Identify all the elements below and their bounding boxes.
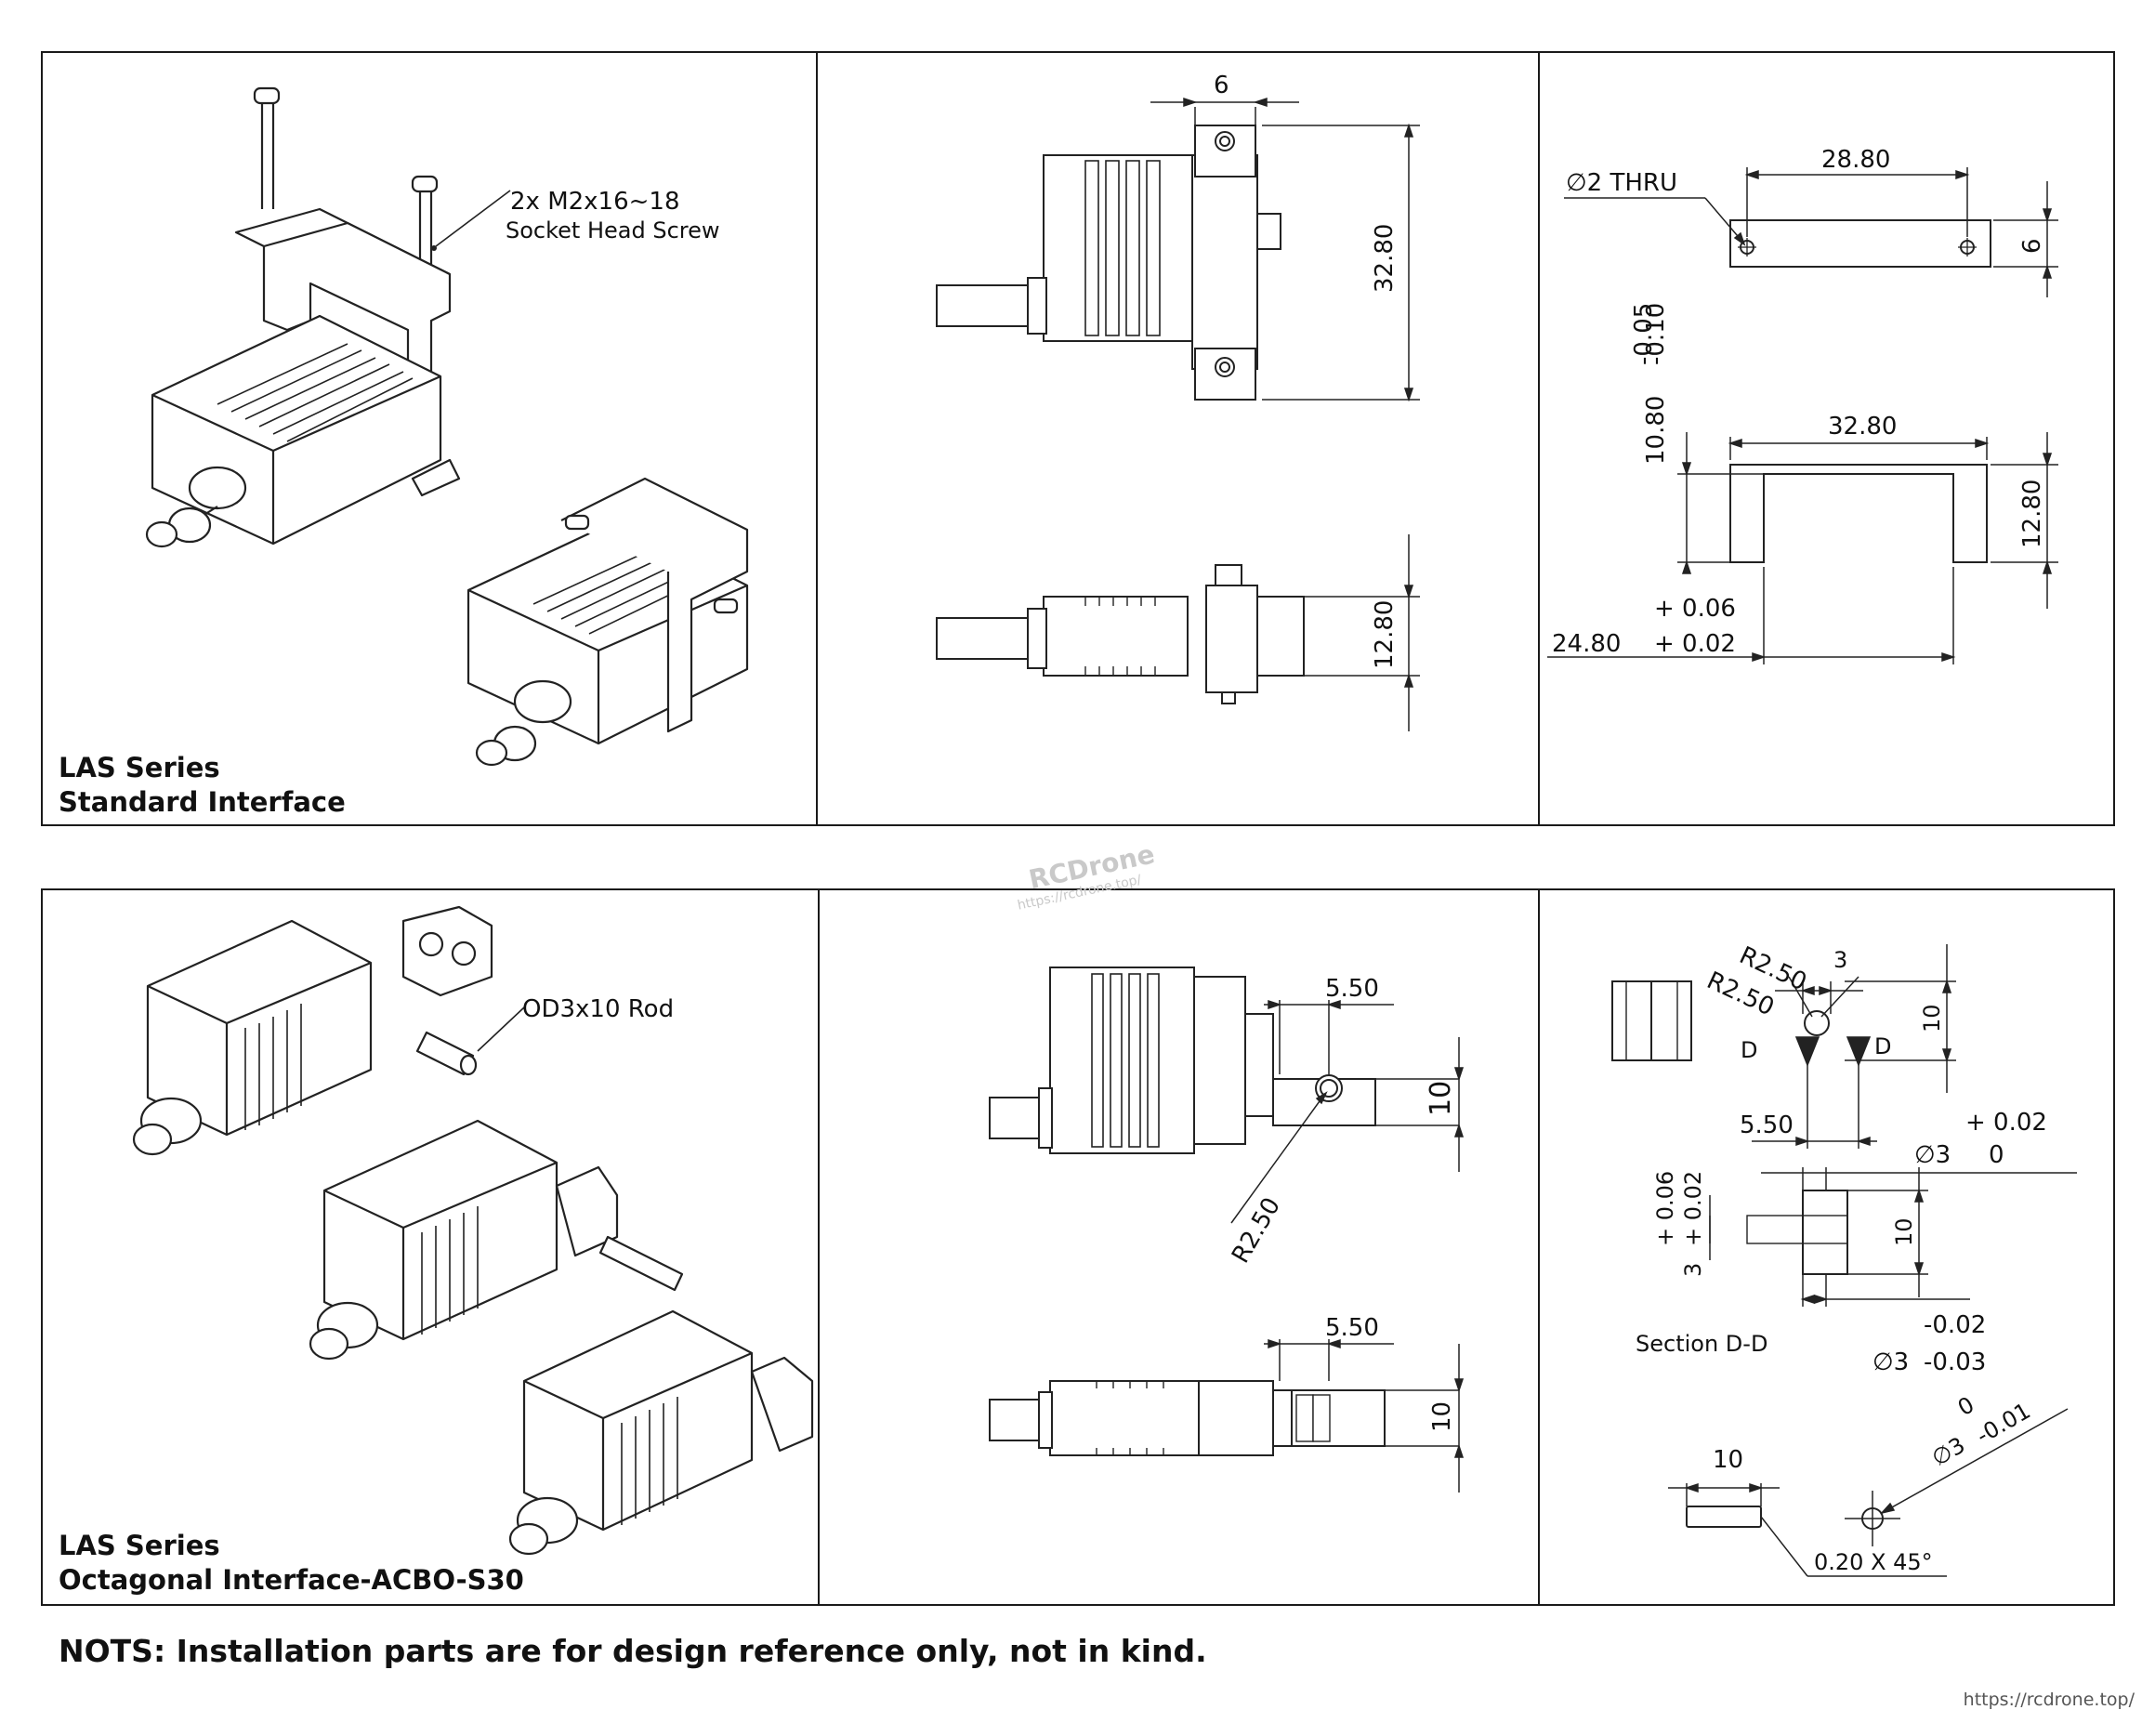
rod-dia: ∅3 — [1927, 1432, 1969, 1471]
dim-6-bar: 6 — [2018, 238, 2046, 254]
tol-neg-0-10: -0.10 — [1642, 303, 1670, 365]
tol-plus-0-06: + 0.06 — [1654, 595, 1736, 623]
top-caption-line1: LAS Series — [59, 752, 220, 783]
tol-neg-0-03-pin: -0.03 — [1924, 1348, 1986, 1376]
top-right-panel — [1538, 51, 2115, 826]
tol-neg-0-02-pin: -0.02 — [1924, 1311, 1986, 1339]
tol-plus-0-02-bore: + 0.02 — [1965, 1109, 2047, 1137]
tol-plus-0-02-v: + 0.02 — [1680, 1171, 1706, 1246]
dim-10-section: 10 — [1891, 1217, 1917, 1246]
dim-6: 6 — [1214, 72, 1229, 99]
bottom-caption: LAS Series Octagonal Interface-ACBO-S30 — [59, 1529, 524, 1598]
dim-28-80: 28.80 — [1821, 146, 1890, 174]
section-mark-d-left: D — [1741, 1037, 1757, 1063]
tol-zero-bore: 0 — [1989, 1141, 2004, 1169]
octagonal-interface-isometric: OD3x10 Rod — [132, 905, 814, 1556]
dim-10-bottom: 10 — [1428, 1401, 1456, 1432]
dim-3-slot: 3 — [1680, 1263, 1706, 1277]
rod-callout: OD3x10 Rod — [522, 995, 674, 1023]
hole-thru: ∅2 THRU — [1566, 169, 1677, 197]
dim-10-80: 10.80 — [1642, 396, 1670, 465]
bottom-right-panel — [1538, 888, 2115, 1606]
dim-32-80: 32.80 — [1371, 224, 1399, 293]
dim-5-50-top: 5.50 — [1325, 975, 1379, 1003]
dia-pin: ∅3 — [1872, 1348, 1909, 1376]
dim-10-top: 10 — [1425, 1081, 1457, 1116]
dim-12-80-bracket: 12.80 — [2018, 480, 2046, 548]
rod-tol-zero: 0 — [1953, 1391, 1978, 1421]
dim-5-50: 5.50 — [1740, 1111, 1794, 1139]
standard-interface-isometric: 2x M2x16~18 Socket Head Screw — [145, 86, 749, 767]
dim-12-80-side: 12.80 — [1371, 600, 1399, 669]
section-mark-d-right: D — [1874, 1033, 1891, 1059]
screw-callout-line2: Socket Head Screw — [506, 217, 720, 243]
bottom-caption-line1: LAS Series — [59, 1530, 220, 1561]
rod-tol: -0.01 — [1972, 1398, 2035, 1449]
tol-neg-0-05: -0.05 — [1630, 303, 1658, 365]
footer-url: https://rcdrone.top/ — [1963, 1690, 2135, 1710]
footer-note: NOTS: Installation parts are for design … — [59, 1633, 1207, 1669]
tol-plus-0-06-v: + 0.06 — [1652, 1171, 1678, 1246]
dim-3-top: 3 — [1833, 947, 1847, 973]
standard-bracket-drawing: ∅2 THRU 28.80 6 -0.05 -0.10 10.80 32.80 … — [1547, 146, 2058, 664]
dim-10-rod: 10 — [1713, 1446, 1743, 1474]
dim-r2-50: R2.50 — [1227, 1193, 1286, 1269]
screw-callout-line1: 2x M2x16~18 — [510, 188, 680, 216]
dim-24-80: 24.80 — [1552, 630, 1621, 658]
bottom-caption-line2: Octagonal Interface-ACBO-S30 — [59, 1564, 524, 1596]
top-caption: LAS Series Standard Interface — [59, 751, 346, 820]
chamfer-note: 0.20 X 45° — [1814, 1549, 1933, 1575]
dim-10-clamp: 10 — [1919, 1004, 1945, 1032]
tol-plus-0-02: + 0.02 — [1654, 630, 1736, 658]
dim-32-80-bracket: 32.80 — [1828, 413, 1897, 441]
octagonal-clamp-drawing: R2.50 R2.50 3 10 D D 5.50 + 0.02 ∅3 0 + … — [1611, 941, 2077, 1577]
dia-bore: ∅3 — [1914, 1141, 1951, 1169]
dim-5-50-bottom: 5.50 — [1325, 1314, 1379, 1342]
section-label: Section D-D — [1636, 1331, 1767, 1357]
standard-interface-dimension-views: 6 32.80 12.80 — [936, 72, 1420, 731]
octagonal-interface-dimension-views: 5.50 10 R2.50 5.50 10 — [989, 967, 1465, 1493]
top-caption-line2: Standard Interface — [59, 786, 346, 818]
